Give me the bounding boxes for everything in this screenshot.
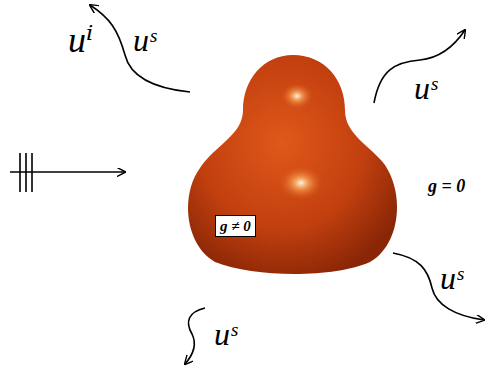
wave-label: uˢ <box>414 72 437 104</box>
scattered-wave-arrow <box>90 5 190 92</box>
region-label: g ≠ 0 <box>215 215 256 237</box>
wave-label: uˢ <box>440 262 463 294</box>
wavefront-bars <box>20 153 32 192</box>
highlight <box>281 83 313 109</box>
wave-label: uˢ <box>214 318 237 350</box>
scattered-wave-arrow <box>185 308 205 364</box>
region-label: g = 0 <box>428 177 465 195</box>
scatterer-shape <box>185 50 400 278</box>
scattered-wave-arrow <box>393 253 484 320</box>
scatterer-body: g ≠ 0 <box>185 50 400 278</box>
wave-label: uˢ <box>133 24 156 56</box>
scatterer-outline <box>188 55 397 274</box>
wave-label: uⁱ <box>68 22 93 58</box>
highlight <box>279 166 323 200</box>
incident-wave-arrow <box>10 171 125 173</box>
scattered-wave-arrow <box>374 30 465 103</box>
